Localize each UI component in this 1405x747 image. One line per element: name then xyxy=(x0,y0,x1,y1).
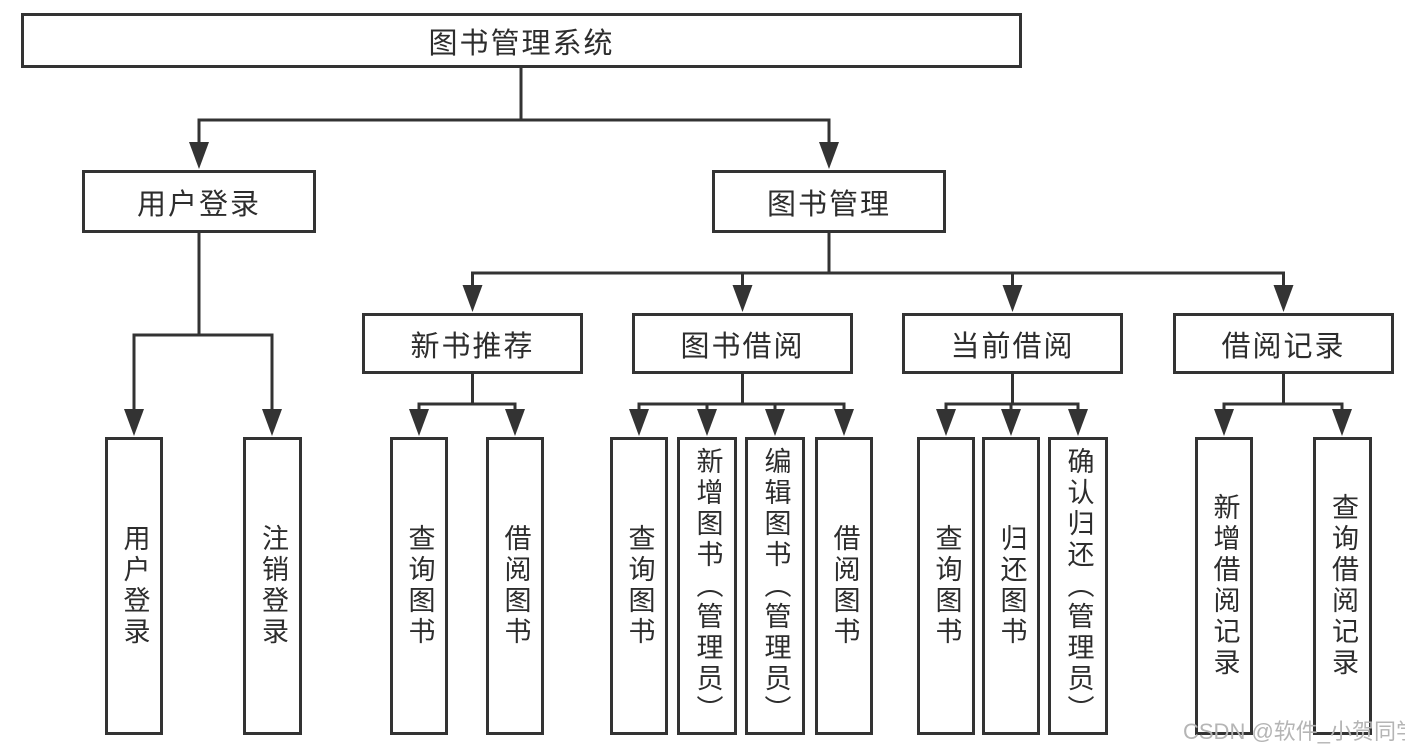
arrowhead-leaf-user-login xyxy=(124,409,144,436)
arrowhead-borrow-records xyxy=(1273,285,1294,312)
leaf-add-borrow-record-label: 新增借阅记录 xyxy=(1209,493,1240,679)
arrowhead-leaf-borrow-books-2 xyxy=(834,409,854,436)
leaf-query-books-2-label: 查询图书 xyxy=(624,524,655,648)
leaf-return-book-label: 归还图书 xyxy=(996,524,1027,648)
node-root: 图书管理系统 xyxy=(21,13,1022,68)
leaf-add-book-admin: 新增图书（管理员） xyxy=(677,437,737,735)
edge-user-login-bus xyxy=(132,333,274,412)
arrowhead-leaf-return-book xyxy=(1001,409,1021,436)
leaf-add-borrow-record: 新增借阅记录 xyxy=(1195,437,1253,735)
arrowhead-leaf-add-borrow-record xyxy=(1214,409,1234,436)
node-user-login-label: 用户登录 xyxy=(136,188,261,221)
leaf-query-borrow-record: 查询借阅记录 xyxy=(1313,437,1372,735)
arrowhead-leaf-edit-book xyxy=(765,409,785,436)
edge-book-management-bus xyxy=(471,271,1285,287)
leaf-query-books-1-label: 查询图书 xyxy=(404,524,435,648)
node-borrow-records: 借阅记录 xyxy=(1173,313,1394,374)
node-new-book-recommend-label: 新书推荐 xyxy=(410,330,535,363)
node-book-management-label: 图书管理 xyxy=(766,188,891,221)
node-new-book-recommend: 新书推荐 xyxy=(362,313,583,374)
leaf-query-books-1: 查询图书 xyxy=(390,437,448,735)
edge-root-bus xyxy=(197,118,831,145)
leaf-edit-book-admin: 编辑图书（管理员） xyxy=(745,437,805,735)
arrowhead-book-borrow xyxy=(732,285,753,312)
leaf-query-books-3-label: 查询图书 xyxy=(931,524,962,648)
leaf-return-book: 归还图书 xyxy=(982,437,1040,735)
leaf-query-books-3: 查询图书 xyxy=(917,437,975,735)
node-book-borrow-label: 图书借阅 xyxy=(680,330,805,363)
arrowhead-leaf-confirm-return xyxy=(1068,409,1088,436)
node-book-management: 图书管理 xyxy=(712,170,946,233)
leaf-borrow-books-2: 借阅图书 xyxy=(815,437,873,735)
arrowhead-leaf-query-books-3 xyxy=(936,409,956,436)
leaf-confirm-return-admin-label: 确认归还（管理员） xyxy=(1063,446,1094,726)
edge-new-book-bus xyxy=(417,402,517,413)
arrowhead-leaf-logout xyxy=(262,409,282,436)
arrowhead-leaf-add-book xyxy=(697,409,717,436)
edge-book-borrow-bus xyxy=(637,402,846,413)
csdn-watermark: CSDN @软件_小贺同学 xyxy=(1183,719,1405,744)
edge-borrow-records-bus xyxy=(1222,402,1344,413)
arrowhead-current-borrow xyxy=(1002,285,1023,312)
node-current-borrow-label: 当前借阅 xyxy=(950,330,1075,363)
node-root-label: 图书管理系统 xyxy=(428,27,615,60)
leaf-logout: 注销登录 xyxy=(243,437,302,735)
arrowhead-leaf-query-books-1 xyxy=(409,409,429,436)
node-borrow-records-label: 借阅记录 xyxy=(1221,330,1346,363)
node-user-login: 用户登录 xyxy=(82,170,316,233)
leaf-edit-book-admin-label: 编辑图书（管理员） xyxy=(760,446,791,726)
leaf-query-books-2: 查询图书 xyxy=(610,437,668,735)
arrowhead-leaf-query-borrow-record xyxy=(1332,409,1352,436)
node-current-borrow: 当前借阅 xyxy=(902,313,1123,374)
arrowhead-leaf-query-books-2 xyxy=(629,409,649,436)
leaf-borrow-books-1: 借阅图书 xyxy=(486,437,544,735)
arrowhead-new-book-recommend xyxy=(462,285,483,312)
leaf-borrow-books-1-label: 借阅图书 xyxy=(500,524,531,648)
arrowhead-leaf-borrow-books-1 xyxy=(505,409,525,436)
leaf-user-login-label: 用户登录 xyxy=(119,524,150,648)
leaf-borrow-books-2-label: 借阅图书 xyxy=(829,524,860,648)
leaf-query-borrow-record-label: 查询借阅记录 xyxy=(1328,493,1358,679)
leaf-add-book-admin-label: 新增图书（管理员） xyxy=(692,446,723,726)
arrowhead-book-management xyxy=(819,142,839,169)
arrowhead-user-login xyxy=(189,142,209,169)
leaf-confirm-return-admin: 确认归还（管理员） xyxy=(1048,437,1108,735)
leaf-logout-label: 注销登录 xyxy=(258,524,288,648)
node-book-borrow: 图书借阅 xyxy=(632,313,853,374)
leaf-user-login: 用户登录 xyxy=(105,437,163,735)
